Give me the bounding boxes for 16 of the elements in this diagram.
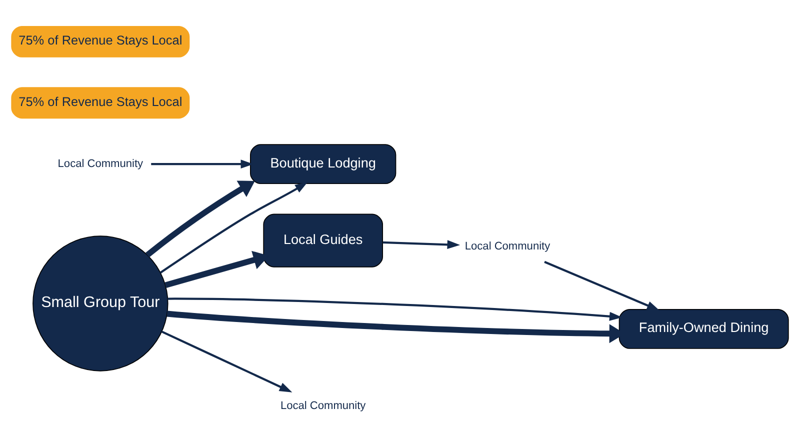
arrow xyxy=(161,330,292,392)
arrow xyxy=(146,180,255,257)
node-text: Local Community xyxy=(464,240,550,252)
arrow xyxy=(160,181,308,274)
node-text: Local Community xyxy=(58,157,144,170)
arrow xyxy=(151,159,254,168)
node-circle: Small Group Tour xyxy=(32,235,168,371)
arrow xyxy=(168,297,622,320)
node-text: Local Community xyxy=(280,400,366,412)
node-box: Boutique Lodging xyxy=(250,144,396,184)
arrow xyxy=(544,260,660,310)
arrow xyxy=(382,240,460,249)
label: 75% of Revenue Stays Local xyxy=(18,32,182,48)
node-box: Family-Owned Dining xyxy=(618,308,789,348)
label: 75% of Revenue Stays Local xyxy=(18,93,182,108)
node-box: Local Guides xyxy=(263,213,383,267)
